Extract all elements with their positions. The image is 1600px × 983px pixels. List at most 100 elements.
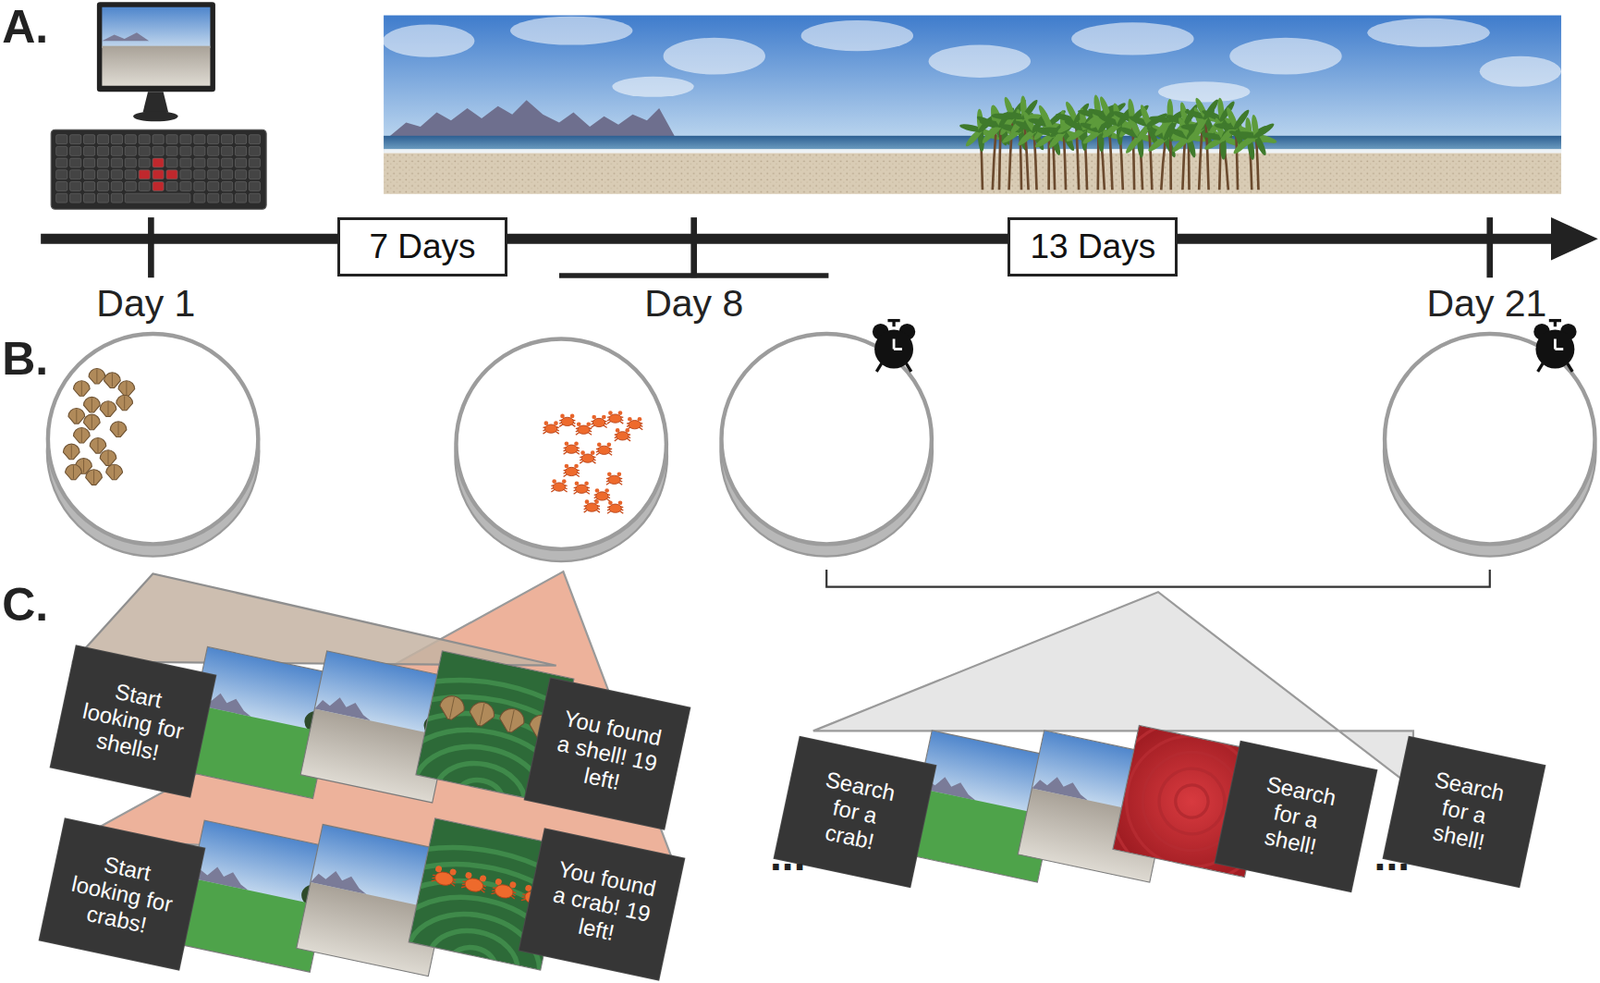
alarm-clock	[872, 320, 916, 372]
shell	[85, 469, 103, 486]
foam	[383, 148, 1562, 153]
arena	[47, 333, 260, 557]
monitor-mountains	[101, 32, 149, 41]
shell-rib	[83, 459, 85, 473]
instruction-card: Search for a shell!	[1215, 741, 1378, 892]
key	[234, 158, 246, 168]
key	[194, 193, 206, 203]
crab-body	[493, 882, 514, 900]
key	[234, 134, 246, 145]
key	[248, 134, 260, 145]
day-span-bar	[559, 272, 829, 279]
shell-rib	[125, 381, 127, 395]
crab-body	[592, 417, 605, 427]
key	[70, 146, 82, 156]
shell-body	[62, 443, 80, 460]
duration-box: 7 Days	[337, 217, 508, 277]
shell	[106, 464, 123, 480]
shell	[99, 450, 117, 466]
shell-body	[85, 469, 103, 486]
screen-ripple	[1153, 762, 1232, 841]
shell-body	[84, 396, 101, 413]
shell-targets	[62, 367, 135, 485]
key	[152, 146, 164, 156]
key	[84, 170, 96, 180]
card-text: Start looking for crabs!	[63, 844, 182, 943]
ellipsis: ...	[1374, 831, 1410, 880]
key	[152, 158, 164, 168]
game-screens	[178, 632, 1289, 983]
palm-frond	[1251, 121, 1276, 140]
sand	[383, 153, 1562, 195]
shell	[437, 693, 466, 721]
monitor-base	[133, 110, 179, 122]
card-text: Search for a shell!	[1242, 768, 1349, 865]
arena	[454, 338, 668, 562]
clouds	[382, 16, 1562, 103]
key	[56, 158, 68, 168]
crab	[594, 488, 611, 501]
shell	[68, 408, 86, 425]
key	[207, 193, 220, 203]
key	[138, 158, 150, 168]
crab	[490, 877, 518, 900]
crab	[590, 415, 607, 428]
key	[234, 146, 246, 156]
crab	[543, 420, 560, 434]
shell-rib	[111, 373, 113, 387]
shell-body	[104, 372, 122, 389]
shell-body	[437, 693, 466, 721]
panel-label: A.	[1, 1, 49, 53]
crab-body	[575, 484, 588, 493]
shell	[73, 427, 90, 444]
key	[248, 170, 260, 180]
key	[180, 170, 192, 180]
key	[221, 146, 233, 156]
card-text: Start looking for shells!	[73, 671, 192, 770]
shell	[88, 367, 106, 384]
day-label: Day 1	[96, 282, 196, 325]
key	[194, 181, 206, 191]
key	[124, 146, 136, 156]
palm-trunk	[1198, 127, 1202, 190]
crab-targets	[543, 410, 644, 513]
palm-trunk	[1160, 137, 1166, 190]
shell-body	[106, 464, 123, 480]
key	[97, 146, 109, 156]
test-bracket	[826, 569, 1491, 587]
key	[97, 193, 109, 203]
key	[234, 193, 246, 203]
key	[84, 134, 96, 145]
crab-body	[628, 420, 641, 429]
crab	[614, 427, 631, 441]
key	[207, 170, 220, 180]
shell-body	[68, 408, 86, 425]
key	[221, 170, 233, 180]
key	[166, 181, 178, 191]
shell	[109, 421, 127, 438]
shell-rib	[96, 369, 98, 383]
key	[84, 181, 96, 191]
shell	[118, 380, 135, 397]
crab-body	[565, 444, 578, 453]
shell-body	[88, 367, 106, 384]
crab-body	[616, 431, 629, 440]
key	[84, 146, 96, 156]
key	[138, 134, 150, 145]
shell-rib	[450, 696, 455, 719]
monitor-stand	[143, 91, 170, 112]
shell	[84, 414, 101, 430]
key	[97, 181, 109, 191]
shell-rib	[91, 415, 93, 428]
shell-rib	[509, 709, 514, 732]
shell-rib	[123, 395, 125, 409]
crab-body	[581, 453, 594, 463]
crab-claw	[464, 871, 473, 880]
mountains	[388, 99, 676, 138]
key	[207, 181, 220, 191]
crab	[607, 410, 623, 424]
crab-body	[586, 502, 599, 512]
shell-rib	[81, 381, 83, 395]
key	[110, 193, 123, 203]
